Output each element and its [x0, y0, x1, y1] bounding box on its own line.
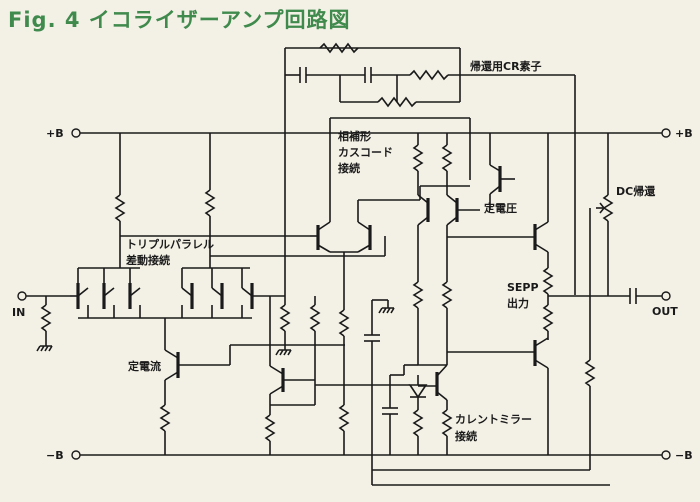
cascode-label-2: カスコード — [338, 146, 393, 159]
complementary-cascode — [310, 117, 471, 455]
triple-parallel-label-2: 差動接続 — [126, 253, 170, 267]
sepp-output — [447, 133, 671, 455]
diff-load-resistors — [114, 133, 386, 268]
constant-voltage — [489, 133, 515, 210]
feedback-cr-network — [284, 42, 576, 300]
input-label: IN — [12, 306, 25, 319]
cascode-label-1: 相補形 — [338, 129, 371, 143]
cascode-label-3: 接続 — [338, 161, 360, 175]
feedback-cr-label: 帰還用CR素子 — [470, 59, 542, 73]
plus-b-left-label: +B — [46, 127, 64, 140]
minus-b-left-terminal — [71, 450, 81, 460]
plus-b-left-terminal — [71, 128, 81, 138]
compensation-capacitor — [315, 299, 610, 486]
figure-title: Fig. 4 イコライザーアンプ回路図 — [8, 8, 351, 32]
driver-stage — [412, 133, 480, 365]
minus-b-left-label: −B — [46, 449, 64, 462]
output-terminal — [661, 291, 671, 301]
output-label: OUT — [652, 305, 678, 318]
sepp-label-1: SEPP — [507, 281, 539, 294]
current-mirror-label-1: カレントミラー — [455, 413, 532, 426]
power-rails — [71, 128, 671, 460]
triple-parallel-label-1: トリプルパラレル — [126, 237, 214, 251]
dc-feedback — [372, 133, 614, 471]
plus-b-right-label: +B — [675, 127, 693, 140]
minus-b-right-label: −B — [675, 449, 693, 462]
dc-feedback-label: DC帰還 — [616, 184, 656, 198]
bias-stage — [264, 296, 321, 455]
minus-b-right-terminal — [661, 450, 671, 460]
sepp-label-2: 出力 — [507, 296, 529, 310]
input-terminal — [17, 291, 27, 301]
constant-current-label: 定電流 — [128, 359, 161, 373]
plus-b-right-terminal — [661, 128, 671, 138]
constant-voltage-label: 定電圧 — [484, 201, 517, 215]
triple-parallel-differential — [70, 267, 285, 319]
current-mirror — [382, 364, 453, 455]
input-stage — [17, 291, 70, 352]
constant-current-source — [159, 318, 345, 455]
current-mirror-label-2: 接続 — [455, 429, 477, 443]
